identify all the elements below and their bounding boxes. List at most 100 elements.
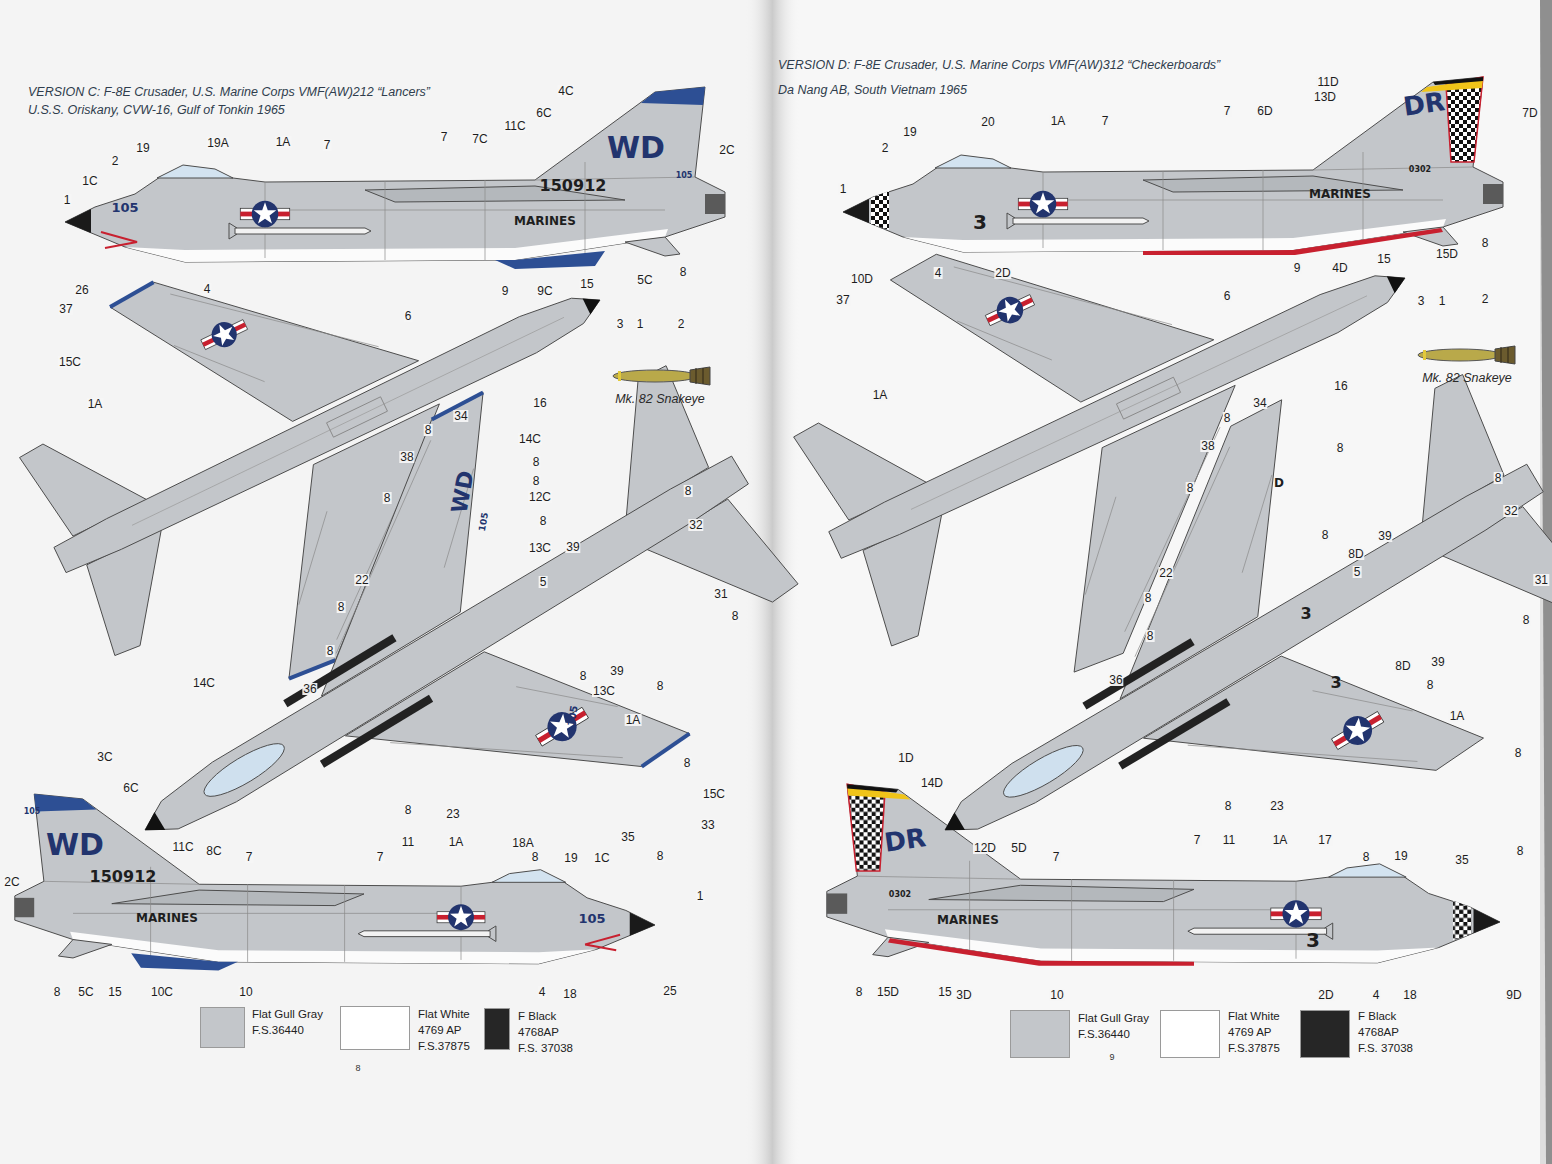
insignia-star <box>995 295 1024 324</box>
bomb-body <box>613 370 697 382</box>
callout-number: 4C <box>557 85 574 97</box>
right-page <box>772 0 1540 1164</box>
national-insignia <box>1327 704 1388 756</box>
callout-number: 8 <box>1321 529 1330 541</box>
callout-number: 7C <box>471 133 488 145</box>
tail-tip <box>1433 77 1483 85</box>
aircraft-marking: 3 <box>973 212 987 232</box>
callout-number: 15 <box>107 986 122 998</box>
callout-number: 7 <box>1193 834 1202 846</box>
callout-number: 26 <box>74 284 89 296</box>
national-insignia <box>437 904 485 930</box>
callout-number: 1A <box>1050 115 1067 127</box>
wing-edge <box>112 890 364 906</box>
callout-number: 15C <box>702 788 726 800</box>
callout-number: 7D <box>1521 107 1538 119</box>
callout-number: 14C <box>518 433 542 445</box>
paint-name: Flat Gull Gray F.S.36440 <box>1078 1010 1160 1042</box>
paint-name: F Black 4768AP F.S. 37038 <box>518 1008 578 1056</box>
missile <box>1013 218 1149 224</box>
aircraft-marking: WD <box>46 830 104 860</box>
aircraft-marking: 0302 <box>1409 166 1431 174</box>
intake-chevron <box>101 232 137 248</box>
color-swatch <box>1300 1010 1350 1058</box>
exhaust <box>15 898 34 917</box>
missile-rack <box>1082 638 1194 709</box>
insignia-disc <box>448 904 474 930</box>
version-heading: Da Nang AB, South Vietnam 1965 <box>778 84 967 97</box>
paint-name: Flat Gull Gray F.S.36440 <box>252 1006 334 1038</box>
missile-fins <box>1325 923 1333 939</box>
callout-number: 8 <box>404 804 413 816</box>
callout-number: 20 <box>980 116 995 128</box>
callout-number: 39 <box>1377 530 1392 542</box>
callout-number: 14C <box>192 677 216 689</box>
aircraft-marking: DR <box>883 824 928 856</box>
callout-number: 1A <box>448 836 465 848</box>
callout-number: 39 <box>609 665 624 677</box>
insignia-star <box>210 320 238 348</box>
callout-number: 8 <box>579 670 588 682</box>
callout-number: 1D <box>897 752 914 764</box>
callout-number: 19 <box>135 142 150 154</box>
bomb-band <box>618 371 621 381</box>
wing-fold-line <box>408 469 509 568</box>
missile <box>1188 928 1327 934</box>
aircraft-marking: 3 <box>1306 930 1320 950</box>
ventral-band <box>495 251 605 269</box>
callout-number: 13D <box>1313 91 1337 103</box>
insignia-disc <box>252 201 279 228</box>
callout-number: 2D <box>994 267 1011 279</box>
aircraft-marking: 105 <box>676 172 693 180</box>
callout-number: 2D <box>1317 989 1334 1001</box>
color-swatch <box>200 1007 245 1048</box>
callout-number: 8 <box>684 485 693 497</box>
callout-number: 8D <box>1394 660 1411 672</box>
callout-number: 7 <box>323 139 332 151</box>
callout-number: 1 <box>1438 295 1447 307</box>
callout-number: 8 <box>1224 800 1233 812</box>
callout-number: 9 <box>501 285 510 297</box>
callout-number: 5C <box>636 274 653 286</box>
callout-number: 1A <box>275 136 292 148</box>
callout-number: 1A <box>1272 834 1289 846</box>
callout-number: 38 <box>1200 440 1215 452</box>
nose-cone <box>1473 909 1500 933</box>
missile-rack <box>320 695 433 768</box>
ventral-band <box>131 953 238 970</box>
callout-number: 11C <box>503 120 526 132</box>
callout-number: 6C <box>122 782 139 794</box>
fuselage-side <box>827 784 1500 963</box>
callout-number: 8 <box>1522 614 1531 626</box>
bomb-fins <box>1495 346 1515 364</box>
insignia-bar <box>1331 711 1383 749</box>
aircraft-marking: 105 <box>24 808 41 816</box>
canopy <box>998 737 1090 806</box>
fuselage-side <box>843 77 1503 252</box>
callout-number: 7 <box>1052 851 1061 863</box>
belly-stripe <box>1143 228 1443 255</box>
callout-number: 7 <box>1223 105 1232 117</box>
callout-number: 11 <box>1222 834 1236 846</box>
tail-tip <box>847 784 898 792</box>
callout-number: 2 <box>111 155 120 167</box>
callout-number: 18 <box>562 988 577 1000</box>
callout-number: 4 <box>203 283 212 295</box>
nose-checkers <box>871 191 889 230</box>
callout-number: 8 <box>532 475 541 487</box>
callout-number: 25 <box>662 985 677 997</box>
callout-number: 33 <box>700 819 715 831</box>
callout-number: 9 <box>1293 262 1302 274</box>
keel-line <box>132 317 564 525</box>
missile-fins <box>1007 213 1015 229</box>
callout-number: 8 <box>679 266 688 278</box>
callout-number: 2C <box>718 144 735 156</box>
callout-number: 6C <box>535 107 552 119</box>
fin-lines <box>1501 347 1508 363</box>
fuselage-plan <box>133 450 752 850</box>
wingtip-band <box>109 282 156 307</box>
callout-number: 5 <box>539 576 548 588</box>
insignia-star <box>1284 902 1307 924</box>
speed-brake <box>1116 377 1180 419</box>
callout-number: 10 <box>238 986 253 998</box>
